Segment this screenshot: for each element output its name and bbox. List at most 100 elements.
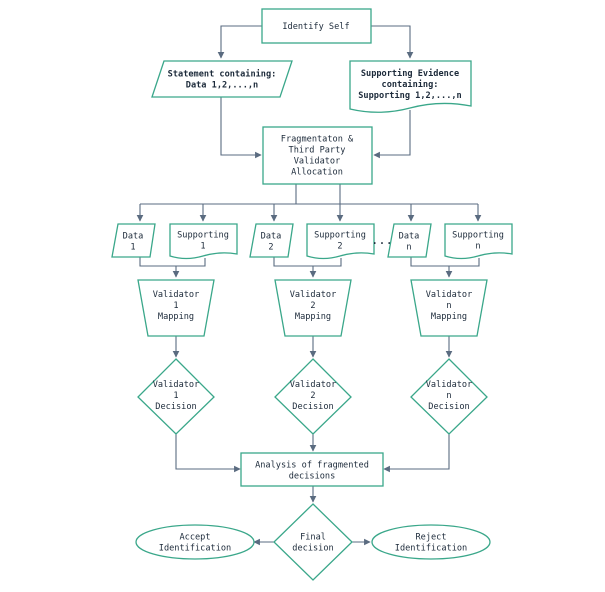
label-line: Statement containing: — [168, 69, 277, 80]
label-line: 2 — [268, 243, 273, 253]
mapping-2-trapezoid — [274, 279, 352, 337]
label-line: Supporting — [452, 231, 504, 241]
node-identify-self: Identify Self — [261, 8, 372, 44]
label-line: Validator — [153, 290, 200, 300]
label-line: Fragmentaton & — [281, 135, 354, 145]
label-line: Supporting 1,2,...,n — [358, 90, 461, 101]
statement-parallelogram — [151, 60, 293, 98]
label-line: decision — [292, 544, 333, 554]
label-line: 2 — [310, 391, 315, 401]
reject-ellipse — [371, 524, 491, 560]
edge-statement-to-fragmentation — [220, 97, 262, 159]
label-line: n — [406, 243, 411, 253]
label-line: Accept — [179, 533, 210, 543]
supporting-1-document — [169, 223, 238, 260]
label-line: n — [475, 242, 480, 252]
label-line: containing: — [382, 79, 439, 90]
label-line: Mapping — [158, 312, 194, 322]
label-line: 1 — [200, 242, 205, 252]
label-line: Decision — [155, 402, 196, 412]
label-line: Mapping — [431, 312, 467, 322]
label-line: Supporting Evidence — [361, 68, 459, 79]
identify-self-box — [261, 8, 372, 44]
label-line: Data — [399, 232, 420, 242]
label-line: decisions — [289, 472, 336, 482]
label-line: Validator — [290, 290, 337, 300]
label-line: Supporting — [177, 231, 229, 241]
edge-evidence-to-fragmentation — [373, 110, 411, 159]
node-statement: Statement containing:Data 1,2,...,n — [151, 60, 293, 98]
edge-identify-to-statement — [217, 25, 262, 59]
label-line: 1 — [173, 391, 178, 401]
edge-pair-n-to-mapping — [410, 255, 480, 277]
edge-pair-1-to-mapping — [139, 255, 206, 277]
analysis-box — [240, 452, 384, 487]
label-line: Allocation — [291, 168, 343, 178]
label-line: Decision — [428, 402, 469, 412]
label-line: Validator — [290, 380, 337, 390]
label-line: Final — [300, 533, 326, 543]
accept-ellipse — [135, 524, 255, 560]
nodes: Identify Self Statement containing:Data … — [111, 8, 513, 581]
label-line: Validator — [426, 290, 473, 300]
mapping-n-trapezoid — [410, 279, 488, 337]
label-line: Supporting — [314, 231, 366, 241]
label-line: 1 — [130, 243, 135, 253]
label-line: Data — [261, 232, 282, 242]
fragmentation-box — [262, 126, 373, 185]
label-line: Identification — [395, 544, 467, 554]
label-line: Validator — [294, 157, 341, 167]
identify-self-label: Identify Self — [282, 22, 349, 32]
edge-decision-1-to-analysis — [175, 434, 241, 473]
supporting-2-document — [306, 223, 375, 260]
ellipsis-label: ... — [371, 233, 393, 247]
label-line: ... — [371, 233, 393, 247]
label-line: Validator — [153, 380, 200, 390]
statement-label: Statement containing:Data 1,2,...,n — [168, 69, 277, 91]
label-line: 2 — [310, 301, 315, 311]
edge-pair-2-to-mapping — [273, 255, 342, 277]
label-line: Validator — [426, 380, 473, 390]
label-line: 1 — [173, 301, 178, 311]
supporting-n-document — [444, 223, 513, 260]
supporting-evidence-document — [349, 60, 472, 113]
edge-identify-to-evidence — [371, 25, 414, 59]
label-line: Reject — [415, 533, 446, 543]
decision-n-diamond — [410, 358, 488, 435]
decision-1-diamond — [137, 358, 215, 435]
label-line: Third Party — [289, 146, 346, 156]
final-decision-diamond — [273, 503, 353, 581]
mapping-1-trapezoid — [137, 279, 215, 337]
